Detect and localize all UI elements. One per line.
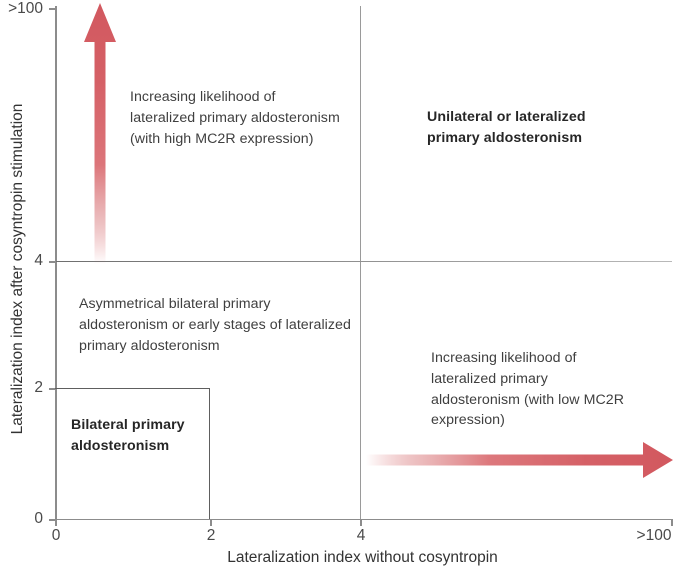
annotation-bilateral-primary-aldosteronism: Bilateral primary aldosteronism: [71, 417, 185, 454]
y-tick-mark-0: [49, 519, 56, 521]
x-axis-line: [55, 518, 672, 520]
y-tick-mark-4: [49, 261, 56, 263]
x-tick-mark-0: [55, 519, 57, 526]
vertical-trend-arrow-icon: [84, 3, 116, 264]
quadrant-divider-vertical: [360, 6, 362, 519]
x-tick-label-2: 2: [206, 527, 216, 544]
x-axis-title: Lateralization index without cosyntropin: [227, 549, 498, 566]
annotation-unilateral-or-lateralized: Unilateral or lateralized primary aldost…: [427, 109, 586, 146]
y-tick-mark-2: [49, 388, 56, 390]
x-tick-mark-4: [360, 519, 362, 526]
bilateral-region-box: [55, 388, 210, 519]
y-tick-label-4-text: 4: [34, 252, 43, 269]
x-tick-label-4: 4: [356, 527, 366, 544]
y-axis-line: [55, 6, 57, 520]
x-tick-label-100: >100: [636, 527, 672, 544]
y-tick-label-2-text: 2: [34, 379, 43, 396]
x-tick-mark-100: [671, 519, 673, 526]
y-tick-mark-100: [49, 8, 56, 10]
horizontal-trend-arrow-icon: [366, 442, 673, 478]
annotation-high-mc2r-trend: Increasing likelihood of lateralized pri…: [130, 89, 340, 147]
x-tick-mark-2: [210, 519, 212, 526]
x-tick-label-0: 0: [51, 527, 61, 544]
quadrant-divider-horizontal: [55, 260, 672, 262]
y-tick-label-0-text: 0: [34, 510, 43, 527]
y-tick-label-100-text: >100: [8, 0, 43, 17]
annotation-low-mc2r-trend: Increasing likelihood of lateralized pri…: [431, 350, 624, 429]
annotation-asymmetrical-bilateral: Asymmetrical bilateral primary aldostero…: [79, 296, 351, 354]
y-axis-title: Lateralization index after cosyntropin s…: [9, 103, 26, 435]
